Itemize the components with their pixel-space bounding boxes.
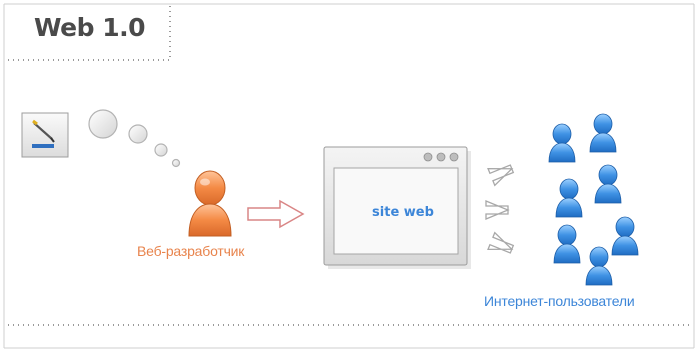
diagram-title: Web 1.0 [34,13,146,42]
user-person-icon [594,164,622,204]
developer-person-icon [188,170,232,237]
user-person-icon [553,224,581,264]
user-person-icon [585,246,613,286]
user-person-icon [611,216,639,256]
user-person-icon [555,178,583,218]
frame [3,3,695,349]
site-label: site web [372,205,434,220]
users-group-icon [548,113,639,286]
developer-label: Веб-разработчик [137,243,245,259]
user-arrows [485,164,515,254]
dotted-separators [8,6,692,326]
user-person-icon [589,113,617,153]
user-person-icon [548,123,576,163]
note-icon [21,112,69,158]
thought-bubble-icon [88,109,181,168]
window-icon [323,146,471,269]
arrow-icon [247,199,305,229]
users-label: Интернет-пользователи [484,293,635,309]
